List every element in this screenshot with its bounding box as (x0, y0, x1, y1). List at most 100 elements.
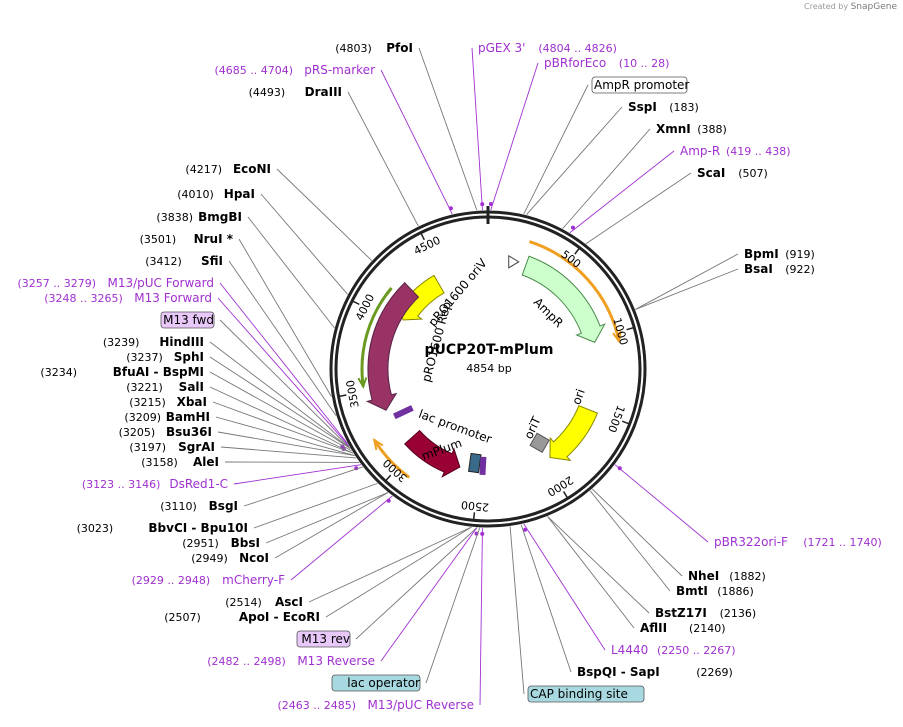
site-hpai: HpaI(4010) (177, 187, 255, 201)
leader-asci (308, 526, 472, 603)
site-name-sspi: SspI (628, 100, 657, 114)
feature-label-ori: ori (569, 387, 587, 406)
primer-site-l4440 (523, 527, 528, 532)
site-name-pbrforeco: pBRforEco (544, 56, 606, 70)
leader-xbai (212, 401, 354, 454)
site-m13-puc-reverse: M13/pUC Reverse(2463 .. 2485) (277, 698, 474, 712)
site-m13-puc-forward: M13/pUC Forward (3257 .. 3279) (17, 276, 214, 290)
tick-mark-2000 (562, 491, 569, 499)
leader-draiii (347, 91, 419, 227)
site-name-sphi: SphI (174, 350, 204, 364)
site-pos-econi: (4217) (185, 163, 222, 176)
site-name-bbsi: BbsI (231, 536, 260, 550)
site-bbvci-bpu10i: BbvCI - Bpu10I(3023) (77, 521, 248, 535)
site-name-nrui: NruI * (194, 232, 234, 246)
leader-pfoi (418, 47, 478, 211)
site-pos-pgex-3: (4804 .. 4826) (538, 42, 617, 55)
feature-cap-site-marker (479, 456, 487, 476)
site-pfoi: PfoI(4803) (335, 41, 413, 55)
site-scai: ScaI(507) (697, 166, 768, 180)
site-apoi-ecori: ApoI - EcoRI(2507) (164, 610, 320, 624)
site-ampr-promoter: AmpR promoter (591, 76, 689, 94)
site-pos-aflii: (2140) (689, 622, 726, 635)
feature-ori-arrow (549, 405, 599, 462)
site-pos-bsu36i: (3205) (119, 426, 156, 439)
leader-bfuai-bspmi (209, 371, 352, 452)
site-sgrai: SgrAI(3197) (129, 440, 215, 454)
site-name-xmni: XmnI (656, 122, 691, 136)
primer-site-mcherry-f (386, 498, 391, 503)
site-box-cap-binding-site (527, 685, 645, 703)
site-mcherry-f: mCherry-F(2929 .. 2948) (132, 573, 285, 587)
site-alei: AleI(3158) (141, 455, 219, 469)
site-name-m13-reverse: M13 Reverse (297, 654, 375, 668)
leader-cap-binding-site (509, 526, 525, 695)
site-name-prs-marker: pRS-marker (304, 63, 375, 77)
mplum-orf-arc (373, 439, 411, 479)
site-m13-fwd: M13 fwd (160, 311, 215, 329)
leader-bspqi-sapi (520, 524, 572, 673)
leader-bpmi (635, 253, 739, 310)
site-pos-draiii: (4493) (249, 86, 286, 99)
site-name-bmti: BmtI (676, 584, 708, 598)
site-bamhi: BamHI(3209) (124, 410, 210, 424)
site-bsgi: BsgI(3110) (160, 499, 238, 513)
site-sfii: SfiI(3412) (145, 254, 223, 268)
site-pos-bmgbi: (3838) (156, 211, 193, 224)
site-pos-bfuai-bspmi: (3234) (40, 366, 77, 379)
site-name-mcherry-f: mCherry-F (222, 573, 285, 587)
site-pos-sgrai: (3197) (129, 441, 166, 454)
leader-bbvci-bpu10i (253, 482, 378, 529)
leader-hindiii (209, 341, 351, 449)
leader-m13-forward (217, 297, 350, 447)
feature-lac-operator-marker (468, 452, 482, 474)
rep-orf-arc (360, 287, 393, 387)
leader-ncoi (274, 492, 389, 559)
site-hindiii: HindIII(3239) (103, 335, 204, 349)
site-name-bpmi: BpmI (744, 247, 779, 261)
leader-pbr322ori-f (614, 464, 709, 543)
site-pos-xmni: (388) (697, 123, 727, 136)
site-name-draiii: DraIII (305, 85, 342, 99)
leader-m13-puc-reverse (479, 527, 483, 706)
site-pos-scai: (507) (738, 167, 768, 180)
site-pos-hindiii: (3239) (103, 336, 140, 349)
site-pbrforeco: pBRforEco(10 .. 28) (544, 56, 669, 70)
site-name-m13-puc-forward: M13/pUC Forward (107, 276, 214, 290)
site-pos-bbvci-bpu10i: (3023) (77, 522, 114, 535)
site-label-lac-operator: lac operator (347, 676, 420, 690)
primer-site-pbrforeco (488, 202, 493, 207)
site-l4440: L4440(2250 .. 2267) (611, 643, 736, 657)
tick-mark-3500 (338, 394, 347, 398)
site-sali: SalI(3221) (126, 380, 204, 394)
site-pos-sphi: (3237) (126, 351, 163, 364)
site-name-aflii: AflII (640, 621, 667, 635)
primer-site-m13-puc-reverse (480, 531, 485, 536)
plasmid-length: 4854 bp (466, 362, 511, 375)
site-bpmi: BpmI (919) (744, 247, 815, 261)
site-label-cap-binding-site: CAP binding site (530, 687, 628, 701)
tick-mark-1000 (626, 326, 635, 331)
site-name-bsai: BsaI (744, 262, 773, 276)
site-pos-asci: (2514) (225, 596, 262, 609)
site-label-m13-fwd: M13 fwd (163, 313, 214, 327)
site-name-amp-r: Amp-R (680, 144, 720, 158)
site-sspi: SspI(183) (628, 100, 699, 114)
site-bstz17i: BstZ17I(2136) (655, 606, 756, 620)
site-name-econi: EcoNI (233, 162, 271, 176)
primer-site-pgex-3 (480, 202, 485, 207)
site-nhei: NheI(1882) (688, 569, 766, 583)
leader-sgrai (220, 446, 357, 459)
site-pos-bpmi: (919) (785, 248, 815, 261)
site-pos-m13-puc-forward: (3257 .. 3279) (17, 277, 96, 290)
leader-hpai (260, 193, 348, 295)
site-bmgbi: BmgBI(3838) (156, 210, 242, 224)
site-pos-l4440: (2250 .. 2267) (657, 644, 736, 657)
site-draiii: DraIII (4493) (249, 85, 342, 99)
site-ncoi: NcoI(2949) (191, 551, 269, 565)
mplum-orf-arc-head (372, 437, 384, 451)
site-pos-xbai: (3215) (129, 396, 166, 409)
site-box-m13-fwd (160, 311, 215, 329)
site-pos-bsgi: (3110) (160, 500, 197, 513)
